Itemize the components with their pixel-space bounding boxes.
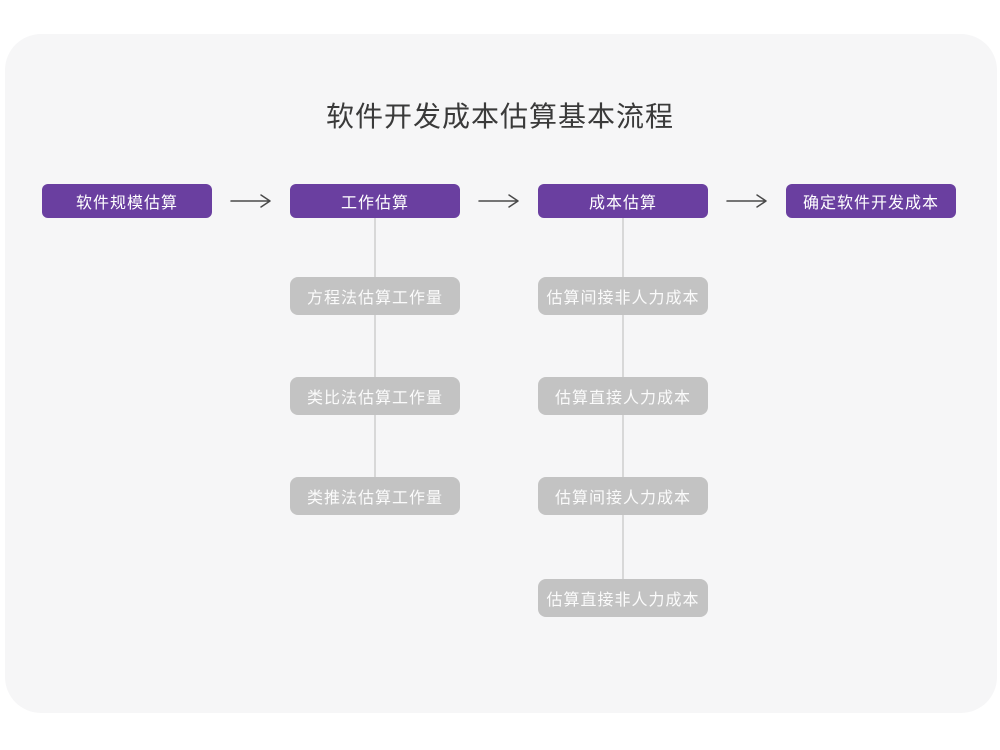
flow-arrow-icon bbox=[725, 193, 769, 209]
cost-step-node-indirect-nonlabor: 估算间接非人力成本 bbox=[538, 277, 708, 315]
flow-arrow-icon bbox=[477, 193, 521, 209]
work-method-node-equation: 方程法估算工作量 bbox=[290, 277, 460, 315]
work-method-node-extrapolation: 类推法估算工作量 bbox=[290, 477, 460, 515]
flow-node-software-scale-estimation: 软件规模估算 bbox=[42, 184, 212, 218]
work-method-node-analogy: 类比法估算工作量 bbox=[290, 377, 460, 415]
diagram-title: 软件开发成本估算基本流程 bbox=[325, 101, 674, 132]
connector-work-estimation bbox=[374, 218, 376, 498]
flow-node-determine-development-cost: 确定软件开发成本 bbox=[786, 184, 956, 218]
cost-step-node-direct-labor: 估算直接人力成本 bbox=[538, 377, 708, 415]
flow-arrow-icon bbox=[229, 193, 273, 209]
flow-node-cost-estimation: 成本估算 bbox=[538, 184, 708, 218]
flow-node-work-estimation: 工作估算 bbox=[290, 184, 460, 218]
cost-step-node-indirect-labor: 估算间接人力成本 bbox=[538, 477, 708, 515]
diagram-canvas bbox=[5, 34, 997, 713]
cost-step-node-direct-nonlabor: 估算直接非人力成本 bbox=[538, 579, 708, 617]
